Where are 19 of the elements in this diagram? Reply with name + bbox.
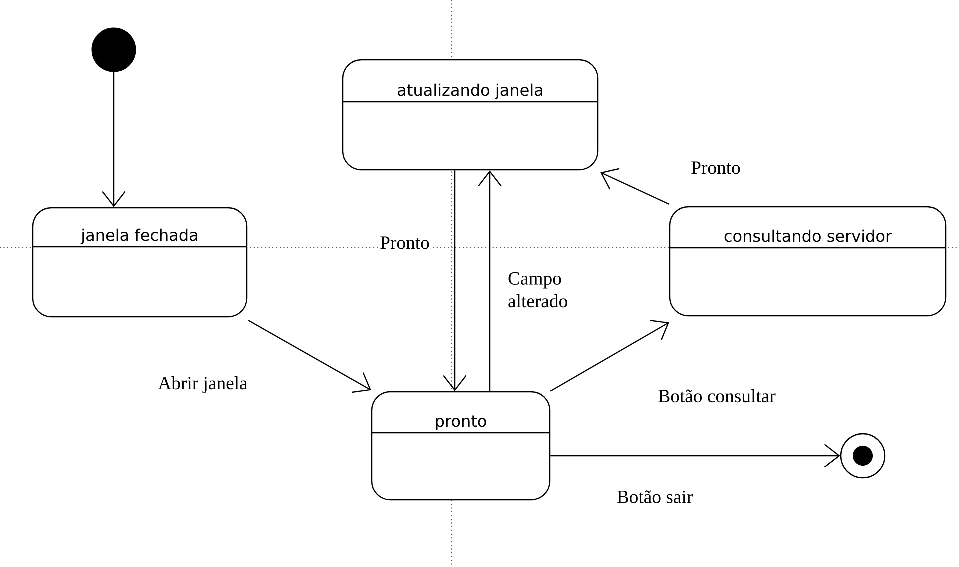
transition-arrow [102, 72, 126, 208]
transition-arrow [600, 168, 670, 205]
transition-arrow [550, 320, 670, 392]
initial-state [92, 28, 136, 72]
edge-label: Pronto [692, 162, 740, 174]
edge-label: Pronto [380, 236, 430, 250]
final-state [840, 433, 886, 479]
transition-arrow [443, 170, 467, 392]
transition-arrow [248, 320, 372, 394]
state-box: pronto [371, 391, 551, 501]
edge-label: Botão consultar [658, 389, 776, 403]
edge-label: Botão sair [617, 490, 693, 504]
transition-arrow [478, 170, 502, 392]
state-box: consultando servidor [669, 206, 947, 317]
state-box: janela fechada [32, 207, 248, 318]
edge-label: Campo alterado [508, 272, 568, 308]
transition-arrow [550, 444, 840, 468]
edge-label: Abrir janela [158, 376, 248, 394]
state-box: atualizando janela [342, 59, 599, 171]
